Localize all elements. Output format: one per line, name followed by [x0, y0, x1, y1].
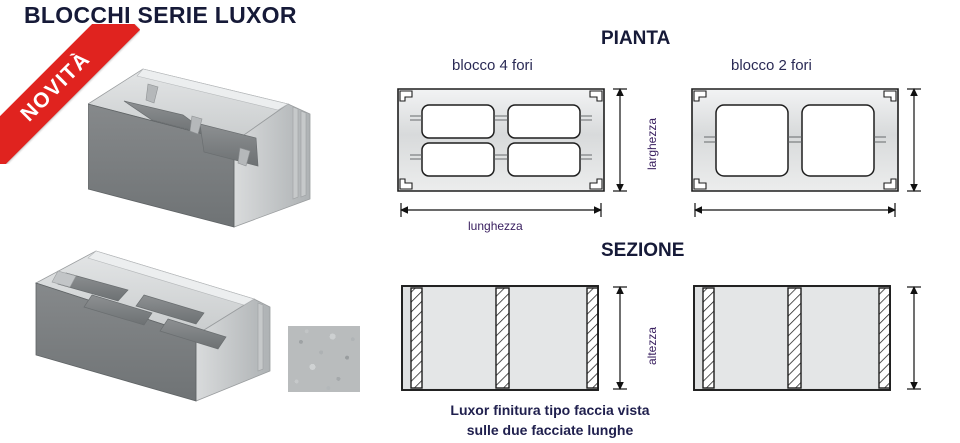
block-3d-2holes-image [88, 56, 338, 256]
caption-finitura: Luxor finitura tipo faccia vista sulle d… [400, 400, 700, 441]
section-heading-pianta: PIANTA [601, 28, 671, 49]
plan-drawing-4-holes [396, 85, 606, 195]
section-drawing-right [692, 283, 892, 393]
block-3d-4holes-image [18, 243, 278, 418]
label-blocco-2-fori: blocco 2 fori [731, 57, 812, 74]
label-blocco-4-fori: blocco 4 fori [452, 57, 533, 74]
dimension-label-lunghezza: lunghezza [468, 219, 523, 233]
dimension-label-altezza: altezza [645, 326, 659, 365]
page-title: BLOCCHI SERIE LUXOR [24, 2, 297, 28]
dimension-lunghezza-arrow [398, 203, 604, 217]
dimension-label-larghezza: larghezza [645, 117, 659, 170]
section-heading-sezione: SEZIONE [601, 240, 685, 261]
section-drawing-left [400, 283, 600, 393]
caption-line-2: sulle due facciate lunghe [466, 422, 634, 439]
dimension-larghezza-arrow [613, 86, 627, 194]
dimension-altezza-arrow-2 [907, 284, 921, 392]
dimension-altezza-arrow [613, 284, 627, 392]
caption-line-1: Luxor finitura tipo faccia vista [450, 402, 650, 418]
dimension-larghezza-arrow-2 [907, 86, 921, 194]
dimension-lunghezza-arrow-2 [692, 203, 898, 217]
finitura-texture-swatch [288, 326, 360, 392]
plan-drawing-2-holes [690, 85, 900, 195]
